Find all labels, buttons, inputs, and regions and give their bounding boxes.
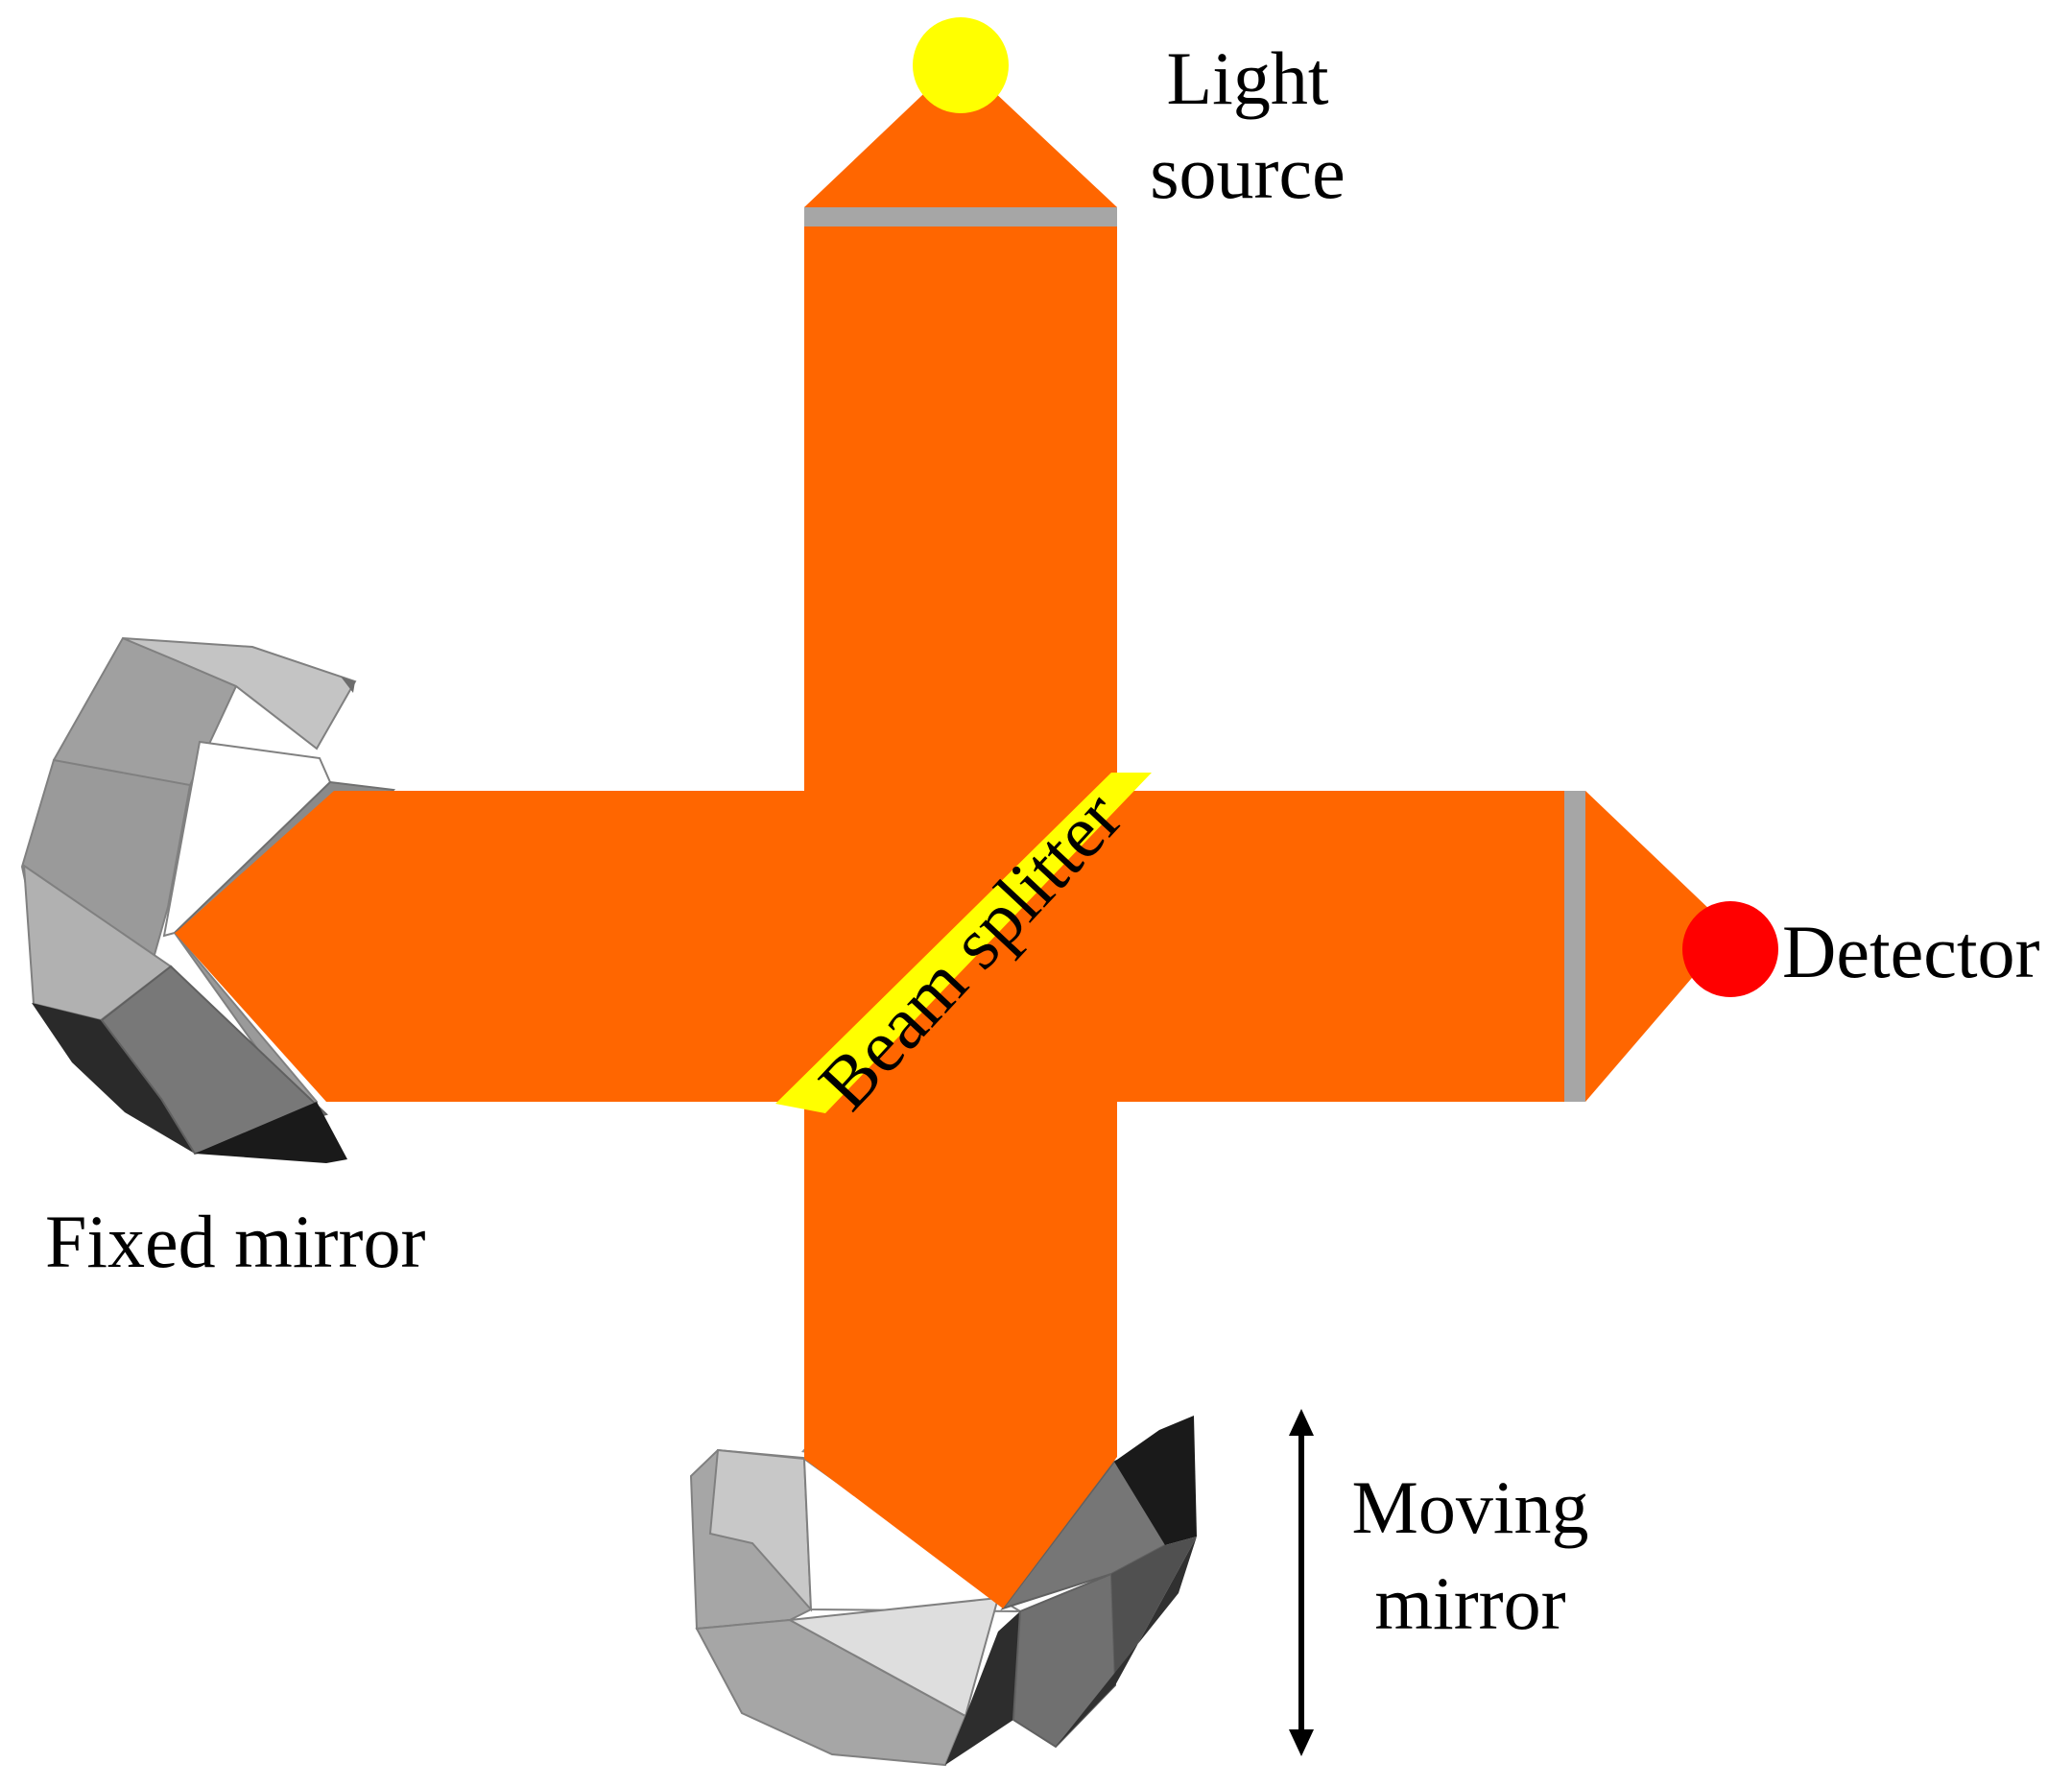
beam-splitter bbox=[775, 773, 1152, 1113]
light-source-label-line2: source bbox=[1150, 131, 1346, 214]
source-window bbox=[804, 207, 1117, 226]
detector-label: Detector bbox=[1782, 910, 2040, 993]
beam-vertical-lower bbox=[804, 1102, 1117, 1608]
fixed-mirror-label: Fixed mirror bbox=[45, 1200, 425, 1283]
light-source bbox=[913, 17, 1009, 113]
beam-paths bbox=[175, 60, 1732, 1608]
light-source-label-line1: Light bbox=[1167, 36, 1329, 120]
detector-cone bbox=[1585, 791, 1732, 1102]
beam-vertical-upper bbox=[804, 226, 1117, 791]
moving-mirror-label-line1: Moving bbox=[1351, 1465, 1588, 1549]
moving-mirror-label-line2: mirror bbox=[1374, 1561, 1565, 1645]
double-headed-vertical-arrow-icon bbox=[1289, 1409, 1314, 1756]
detector-window bbox=[1564, 791, 1585, 1102]
detector bbox=[1682, 901, 1778, 997]
beam-horizontal bbox=[175, 791, 1574, 1102]
source-cone bbox=[804, 60, 1117, 207]
